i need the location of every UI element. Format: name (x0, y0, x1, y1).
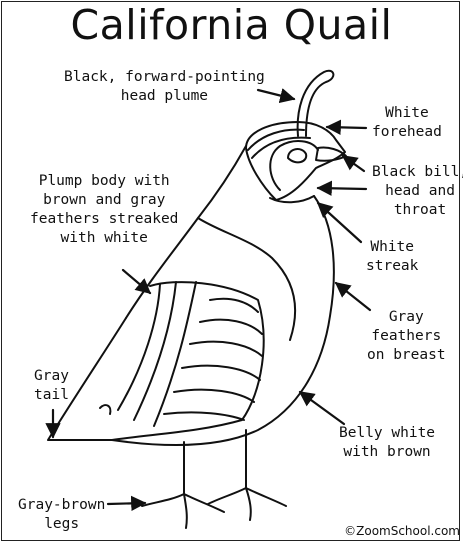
arrow-belly (300, 392, 344, 424)
face-ring (270, 141, 318, 190)
arrow-streak (318, 203, 361, 242)
eye-ring (288, 149, 306, 162)
tail-shape (48, 318, 126, 440)
wing-stripe (200, 320, 262, 334)
arrow-breast (336, 283, 370, 310)
wing-stripe (118, 284, 160, 410)
arrow-bill-1 (343, 156, 364, 171)
right-leg (208, 430, 286, 520)
arrow-bill-2 (318, 188, 366, 189)
tail-feather (100, 405, 110, 414)
arrow-forehead (327, 127, 366, 128)
wing-stripe (190, 342, 262, 356)
wing-stripe (134, 282, 176, 420)
wing-stripe (210, 299, 258, 312)
left-leg (142, 442, 224, 528)
wing-stripe (174, 390, 254, 402)
arrow-body (123, 270, 150, 293)
wing-stripe (164, 412, 244, 420)
wing-stripe (182, 366, 260, 380)
arrow-head-plume (258, 90, 294, 99)
arrow-legs (108, 503, 145, 504)
body-inner-line (198, 218, 295, 340)
